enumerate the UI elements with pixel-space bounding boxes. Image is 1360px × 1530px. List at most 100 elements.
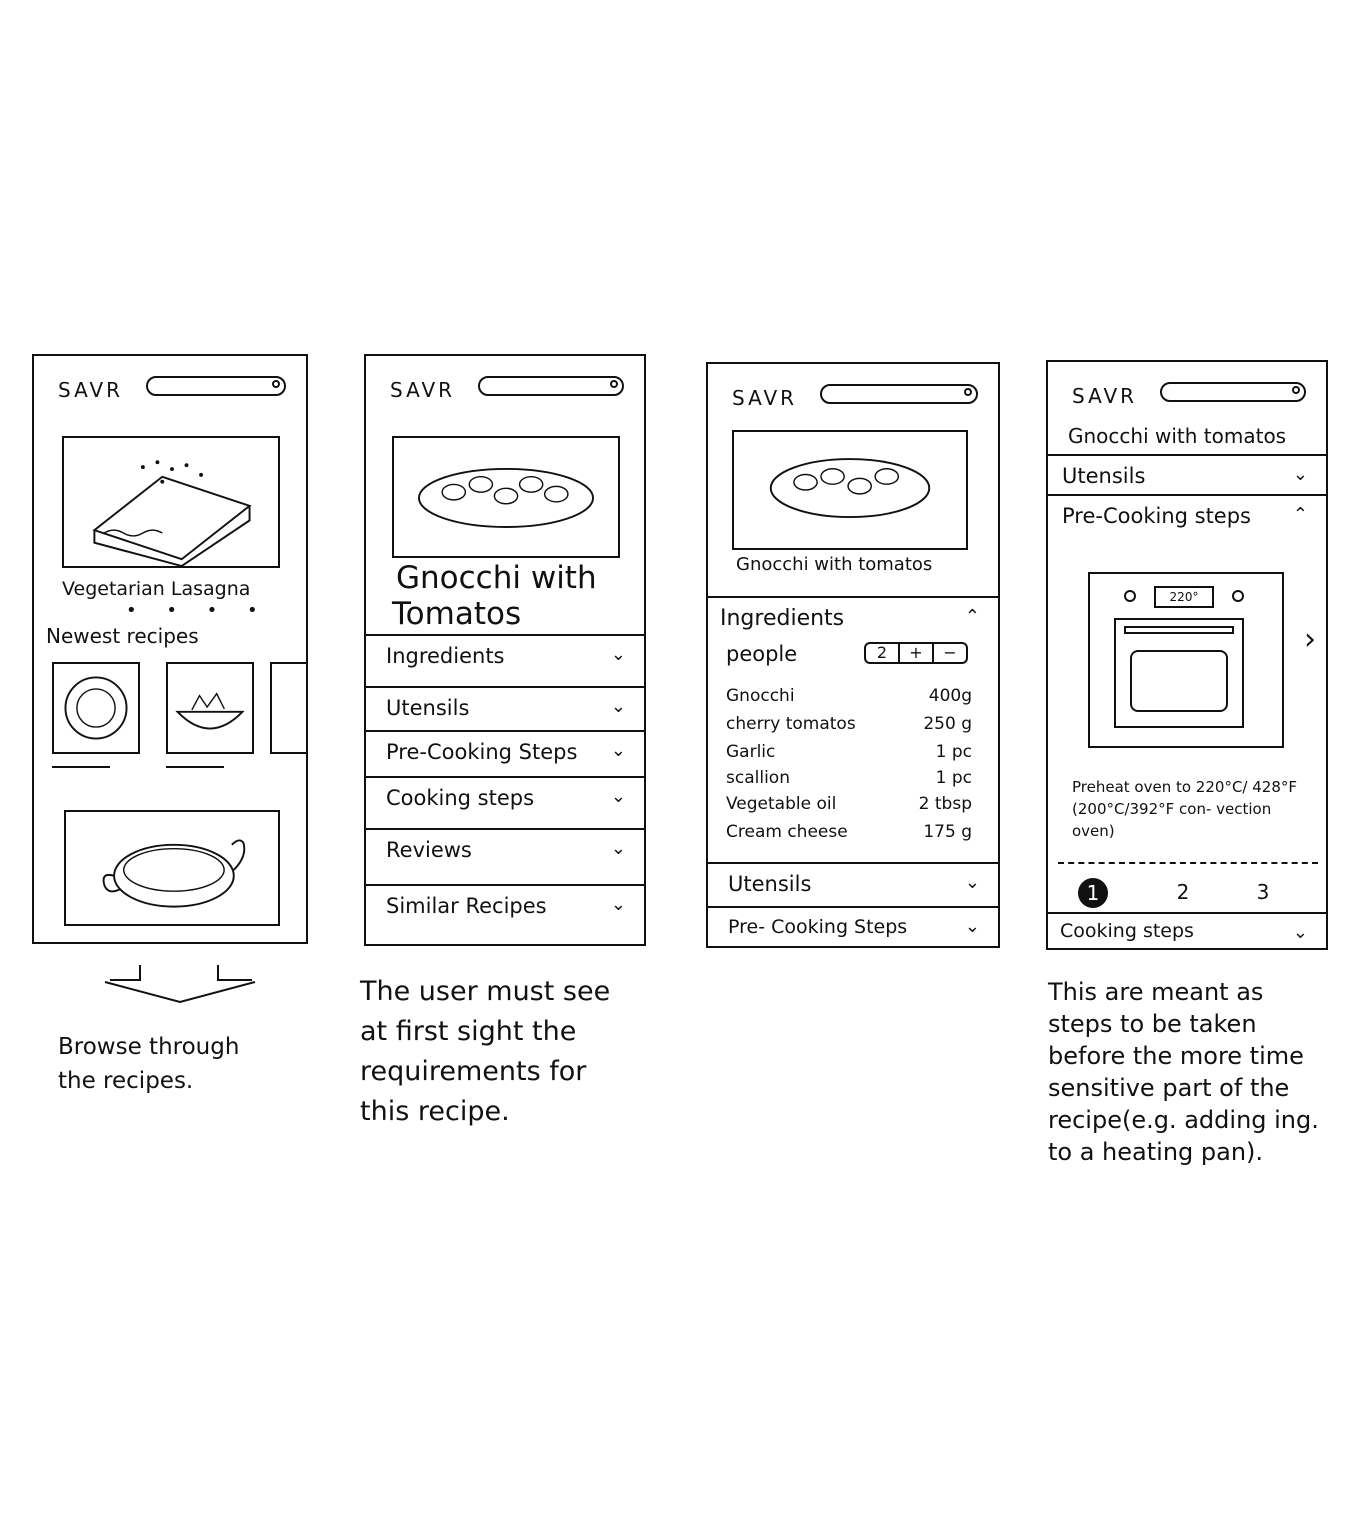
recipe-thumb-1[interactable] [52,662,140,754]
people-label: people [726,642,798,666]
lasagna-illustration [92,460,252,566]
oven-knob-icon [1232,590,1244,602]
chevron-down-icon: ⌄ [610,696,626,717]
section-label: Pre-Cooking Steps [386,740,578,764]
section-title-newest: Newest recipes [46,624,199,648]
section-label: Reviews [386,838,472,862]
search-input[interactable] [478,376,624,396]
app-bar: SAVR [1048,362,1326,422]
oven-temp-display: 220° [1154,586,1214,608]
app-bar: SAVR [366,356,644,416]
step-2[interactable]: 2 [1176,880,1190,904]
chevron-down-icon: ⌄ [610,838,626,859]
featured-dish-image[interactable] [64,810,280,926]
oven-knob-icon [1124,590,1136,602]
app-logo: SAVR [390,378,456,402]
section-label: Pre- Cooking Steps [728,916,908,938]
annotation-precooking: This are meant as steps to be taken befo… [1048,978,1319,1166]
section-utensils[interactable]: Utensils ⌄ [1048,454,1326,494]
search-icon[interactable] [964,388,972,396]
plate-illustration [64,676,128,740]
recipe-thumb-3[interactable] [270,662,306,754]
chevron-down-icon: ⌄ [610,740,626,761]
recipe-title-line2: Tomatos [392,596,522,632]
gnocchi-dish-illustration [769,458,931,519]
carousel-dots[interactable]: • • • • [126,600,270,621]
recipe-thumb-2[interactable] [166,662,254,754]
increment-button[interactable]: + [898,644,932,662]
app-logo: SAVR [1072,384,1138,408]
next-step-arrow[interactable]: › [1304,622,1316,657]
chevron-down-icon: ⌄ [964,916,980,937]
chevron-down-icon: ⌄ [610,786,626,807]
screen-browse: SAVR Vegetarian Lasagna • • • • Newest r… [32,354,308,944]
section-similar[interactable]: Similar Recipes ⌄ [366,884,644,944]
annotation-browse: Browse through the recipes. [58,1034,240,1094]
gnocchi-dish-illustration [417,467,595,528]
section-label: Cooking steps [1060,920,1194,942]
recipe-title: Gnocchi with tomatos [1068,424,1287,448]
section-reviews[interactable]: Reviews ⌄ [366,828,644,884]
section-utensils[interactable]: Utensils ⌄ [708,862,998,906]
section-ingredients[interactable]: Ingredients ⌄ [366,634,644,686]
recipe-title: Gnocchi with tomatos [736,554,933,575]
section-label: Pre-Cooking steps [1062,504,1251,528]
app-logo: SAVR [58,378,124,402]
chevron-down-icon: ⌄ [964,872,980,893]
thumb-caption-2 [166,766,224,768]
chevron-up-icon[interactable]: ⌃ [1292,504,1308,525]
oven-door [1114,618,1244,728]
section-precooking-open[interactable]: Pre-Cooking steps ⌃ 220° › Preheat oven … [1048,494,1326,912]
step-divider [1058,862,1318,864]
section-label: Ingredients [386,644,505,668]
section-label: Similar Recipes [386,894,547,918]
thumb-caption-1 [52,766,110,768]
search-input[interactable] [146,376,286,396]
chevron-down-icon: ⌄ [610,644,626,665]
oven-illustration: 220° [1088,572,1284,748]
oven-handle [1124,626,1234,634]
section-cooking[interactable]: Cooking steps ⌄ [366,776,644,828]
chevron-down-icon: ⌄ [1292,464,1308,485]
annotation-requirements: The user must see at first sight the req… [360,976,611,1127]
section-utensils[interactable]: Utensils ⌄ [366,686,644,730]
recipe-image [732,430,968,550]
app-bar: SAVR [34,356,306,416]
chevron-up-icon[interactable]: ⌃ [964,606,980,627]
hero-lasagna-image[interactable] [62,436,280,568]
section-label: Ingredients [720,606,845,631]
search-input[interactable] [820,384,978,404]
section-precooking[interactable]: Pre-Cooking Steps ⌄ [366,730,644,776]
screen-precooking-steps: SAVR Gnocchi with tomatos Utensils ⌄ Pre… [1046,360,1328,950]
recipe-title-line1: Gnocchi with [396,560,597,596]
step-3[interactable]: 3 [1256,880,1270,904]
section-cooking[interactable]: Cooking steps ⌄ [1048,912,1326,948]
search-icon[interactable] [610,380,618,388]
decrement-button[interactable]: − [932,644,966,662]
recipe-image [392,436,620,558]
step-instruction: Preheat oven to 220°C/ 428°F (200°C/392°… [1072,778,1297,840]
section-precooking[interactable]: Pre- Cooking Steps ⌄ [708,906,998,946]
screen-ingredients-expanded: SAVR Gnocchi with tomatos Ingredients ⌃ … [706,362,1000,948]
chevron-down-icon: ⌄ [610,894,626,915]
app-bar: SAVR [708,364,998,424]
search-icon[interactable] [272,380,280,388]
section-label: Utensils [1062,464,1146,488]
search-icon[interactable] [1292,386,1300,394]
navigation-arrows [100,960,260,1006]
oven-window [1130,650,1228,712]
casserole-illustration [102,839,246,908]
hero-title: Vegetarian Lasagna [62,578,251,600]
search-input[interactable] [1160,382,1306,402]
step-1[interactable]: 1 [1078,878,1108,908]
people-stepper[interactable]: 2 + − [864,642,968,664]
screen-recipe-overview: SAVR Gnocchi with Tomatos Ingredients ⌄ … [364,354,646,946]
section-label: Utensils [728,872,812,896]
salad-illustration [175,692,245,730]
